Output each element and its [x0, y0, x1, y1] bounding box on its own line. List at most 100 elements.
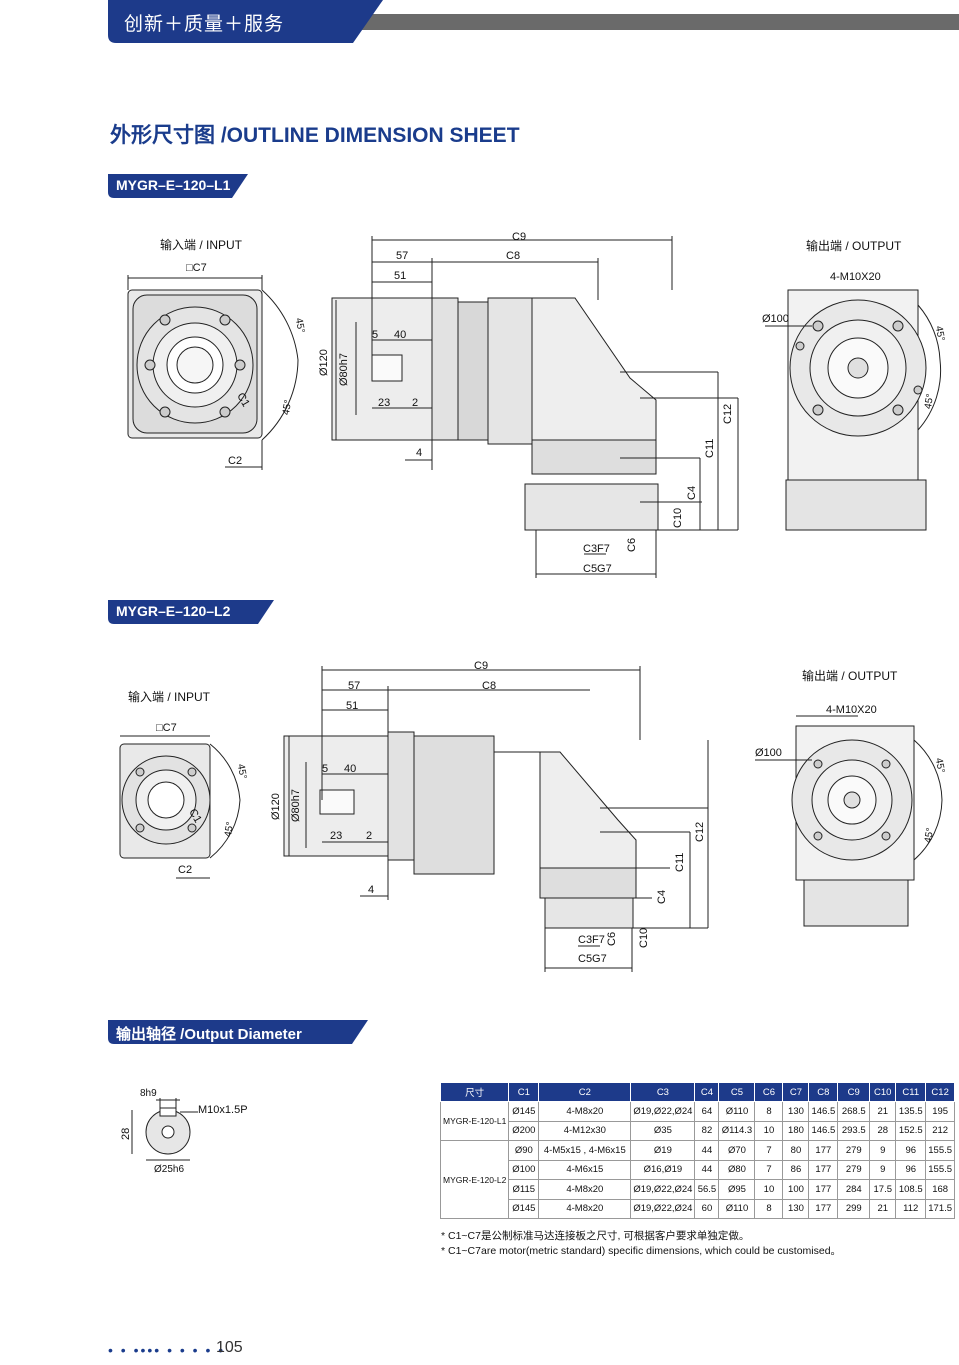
table-cell: 155.5 — [925, 1140, 956, 1161]
table-cell: Ø35 — [630, 1120, 696, 1141]
table-cell: 171.5 — [925, 1198, 956, 1219]
table-cell: 177 — [808, 1198, 839, 1219]
table-cell: Ø19,Ø22,Ø24 — [630, 1198, 696, 1219]
table-cell: 284 — [837, 1179, 871, 1200]
table-cell: 177 — [808, 1179, 839, 1200]
section-tag-output-label: 输出轴径 /Output Diameter — [116, 1026, 302, 1043]
table-row: Ø100 4-M6x15 Ø16,Ø19 44 Ø80 7 86 177 279… — [441, 1159, 956, 1180]
l2-dim-51: 51 — [346, 700, 359, 712]
l1-dim-4: 4 — [416, 447, 423, 459]
table-cell: 279 — [837, 1159, 871, 1180]
section-tag-output: 输出轴径 /Output Diameter — [108, 1020, 368, 1044]
table-cell: Ø19 — [630, 1140, 696, 1161]
table-header: C8 — [808, 1082, 839, 1102]
table-cell: 21 — [869, 1198, 897, 1219]
l1-output-label: 输出端 / OUTPUT — [806, 239, 902, 253]
l2-dim-40: 40 — [344, 763, 357, 775]
l1-dim-c3: C3F7 — [583, 543, 610, 555]
note-cn: * C1~C7是公制标准马达连接板之尺寸, 可根据客户要求单独定做。 — [441, 1230, 750, 1242]
table-cell: Ø70 — [718, 1140, 756, 1161]
table-header: C2 — [538, 1082, 632, 1102]
l1-dim-c2: C2 — [228, 455, 243, 467]
table-cell: Ø90 — [508, 1140, 540, 1161]
table-cell: 130 — [782, 1101, 810, 1122]
table-cell: 7 — [754, 1140, 784, 1161]
table-row: Ø115 4-M8x20 Ø19,Ø22,Ø24 56.5 Ø95 10 100… — [441, 1179, 956, 1200]
table-header: C4 — [694, 1082, 720, 1102]
table-cell: 44 — [694, 1140, 720, 1161]
table-cell: 4-M8x20 — [538, 1198, 632, 1219]
table-cell: 177 — [808, 1140, 839, 1161]
l2-dim-2: 2 — [366, 830, 373, 842]
table-cell: Ø80 — [718, 1159, 756, 1180]
dimension-table: 尺寸 C1 C2 C3 C4 C5 C6 C7 C8 C9 C10 C11 C1… — [439, 1082, 956, 1219]
l2-dim-c7: □C7 — [156, 722, 177, 734]
header-bar — [360, 14, 959, 30]
table-cell: 100 — [782, 1179, 810, 1200]
l2-dim-57: 57 — [348, 680, 361, 692]
table-cell: 60 — [694, 1198, 720, 1219]
table-cell: 177 — [808, 1159, 839, 1180]
table-cell: 279 — [837, 1140, 871, 1161]
l1-dim-57: 57 — [396, 250, 409, 262]
table-cell: Ø100 — [508, 1159, 540, 1180]
table-cell: 268.5 — [837, 1101, 871, 1122]
table-cell: Ø115 — [508, 1179, 540, 1200]
table-cell: 80 — [782, 1140, 810, 1161]
table-cell: 155.5 — [925, 1159, 956, 1180]
l2-dim-c5: C5G7 — [578, 953, 607, 965]
l2-dim-c2: C2 — [178, 864, 193, 876]
table-cell: Ø145 — [508, 1198, 540, 1219]
table-cell: 4-M5x15 , 4-M6x15 — [538, 1140, 632, 1161]
table-cell: Ø110 — [718, 1198, 756, 1219]
table-cell: 8 — [754, 1101, 784, 1122]
l1-dim-51: 51 — [394, 270, 407, 282]
table-cell: 10 — [754, 1120, 784, 1141]
table-cell: 96 — [895, 1140, 927, 1161]
table-cell: 299 — [837, 1198, 871, 1219]
l2-dim-5: 5 — [322, 763, 329, 775]
l1-dim-c9: C9 — [512, 231, 527, 243]
table-cell: 4-M6x15 — [538, 1159, 632, 1180]
table-header: C10 — [869, 1082, 897, 1102]
table-cell: 146.5 — [808, 1101, 839, 1122]
output-dim-height: 28 — [120, 1127, 132, 1140]
table-cell: 108.5 — [895, 1179, 927, 1200]
footer-dots: • • •••• • • • • • — [108, 1342, 226, 1358]
l1-dim-5: 5 — [372, 329, 379, 341]
table-header: C11 — [895, 1082, 927, 1102]
page-title: 外形尺寸图 /OUTLINE DIMENSION SHEET — [110, 124, 520, 147]
table-header-row: 尺寸 C1 C2 C3 C4 C5 C6 C7 C8 C9 C10 C11 C1… — [439, 1082, 956, 1102]
table-row: MYGR-E-120-L1 Ø145 4-M8x20 Ø19,Ø22,Ø24 6… — [439, 1101, 956, 1141]
l1-input-label: 输入端 / INPUT — [160, 238, 243, 252]
table-cell: 195 — [925, 1101, 956, 1122]
table-header: C12 — [925, 1082, 956, 1102]
section-tag-l1: MYGR–E–120–L1 — [108, 174, 248, 198]
output-dim-thread: M10x1.5P — [198, 1104, 248, 1116]
output-dim-key: 8h9 — [140, 1088, 157, 1099]
table-cell: 44 — [694, 1159, 720, 1180]
table-header: C9 — [837, 1082, 871, 1102]
table-row: Ø145 4-M8x20 Ø19,Ø22,Ø24 60 Ø110 8 130 1… — [441, 1198, 956, 1219]
table-header: 尺寸 — [439, 1082, 510, 1102]
table-cell: 10 — [754, 1179, 784, 1200]
l1-dim-c8: C8 — [506, 250, 521, 262]
table-row: Ø200 4-M12x30 Ø35 82 Ø114.3 10 180 146.5… — [441, 1120, 956, 1141]
table-cell: 4-M12x30 — [538, 1120, 632, 1141]
table-cell: 82 — [694, 1120, 720, 1141]
table-cell: Ø16,Ø19 — [630, 1159, 696, 1180]
table-cell: 168 — [925, 1179, 956, 1200]
table-cell: 112 — [895, 1198, 927, 1219]
table-cell: 212 — [925, 1120, 956, 1141]
table-cell: 86 — [782, 1159, 810, 1180]
table-cell: 152.5 — [895, 1120, 927, 1141]
page-number: 105 — [216, 1339, 243, 1356]
table-cell: 7 — [754, 1159, 784, 1180]
table-cell: Ø114.3 — [718, 1120, 756, 1141]
l2-dim-d100: Ø100 — [755, 747, 782, 759]
l2-dim-23: 23 — [330, 830, 343, 842]
l1-dim-23: 23 — [378, 397, 391, 409]
